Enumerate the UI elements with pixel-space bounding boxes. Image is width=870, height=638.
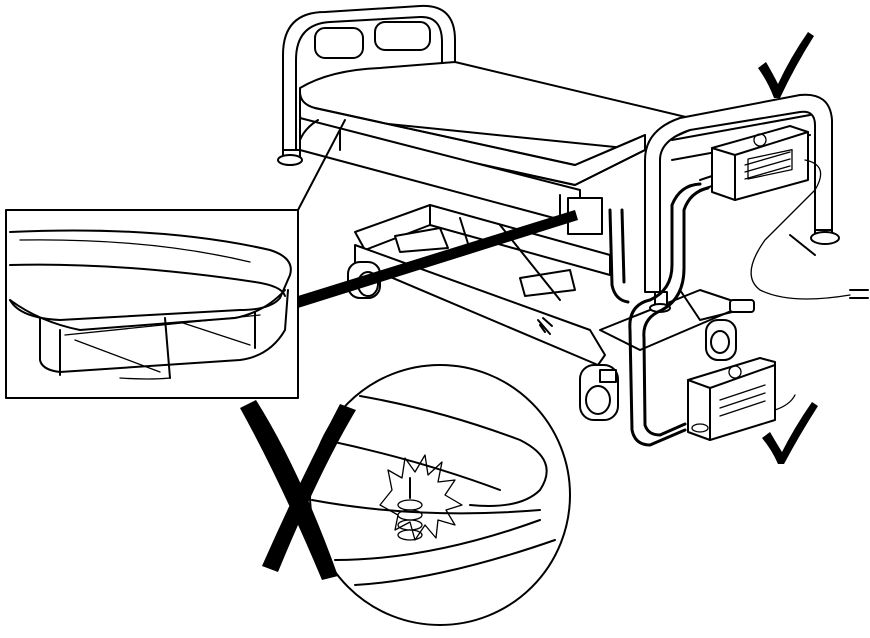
air-hose — [608, 182, 710, 447]
hospital-bed — [277, 4, 869, 447]
controller-top — [699, 125, 809, 201]
controller-floor — [687, 357, 796, 441]
power-cord-top — [750, 159, 869, 300]
check-mark-icon — [758, 32, 814, 98]
cross-mark-icon — [240, 400, 356, 580]
side-frame — [299, 117, 603, 235]
lift-base — [354, 204, 755, 366]
check-mark-icon — [762, 402, 818, 464]
callout-leader — [297, 119, 578, 308]
detail-inset — [5, 209, 299, 399]
magnified-detail — [309, 364, 571, 626]
spring-icon — [397, 477, 423, 541]
